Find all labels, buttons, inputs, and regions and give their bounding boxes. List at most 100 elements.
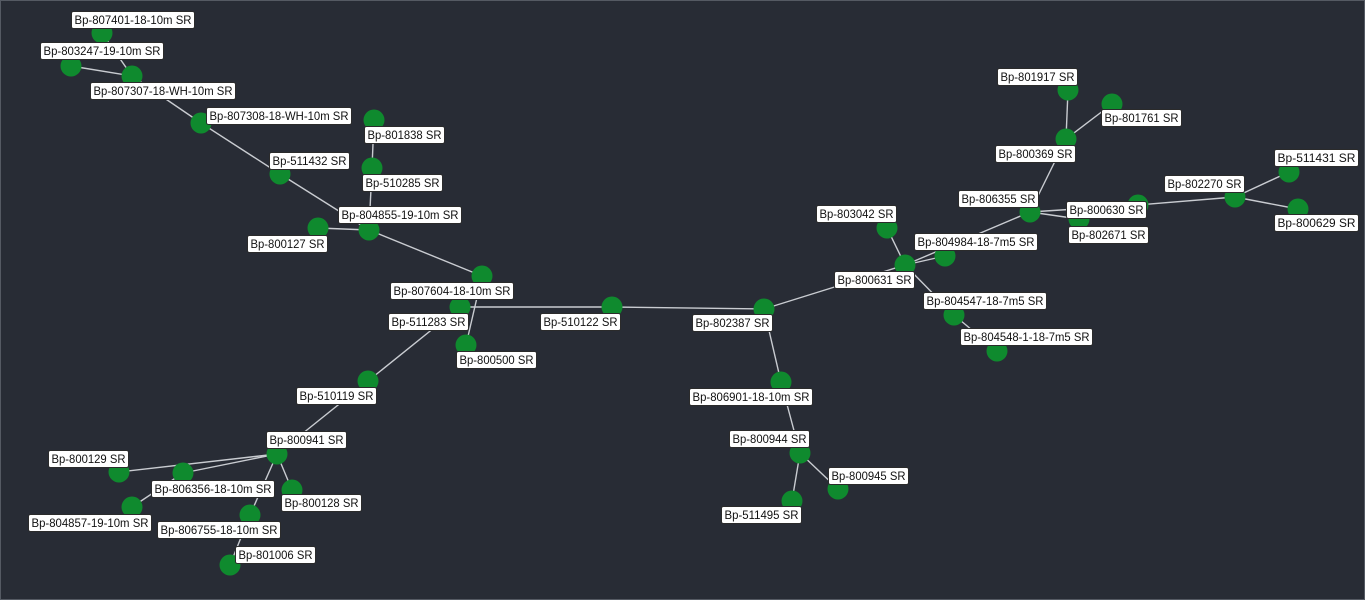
node-label-box [90,82,236,100]
node-label-text: Bp-806355 SR [962,192,1036,206]
node-label-text: Bp-806356-18-10m SR [155,482,272,496]
graph-node-n2[interactable] [60,55,82,77]
node-label-text: Bp-807308-18-WH-10m SR [210,109,349,123]
node-label-text: Bp-804855-19-10m SR [342,208,459,222]
node-label: Bp-800631 SR [834,271,915,289]
node-label: Bp-806356-18-10m SR [151,480,275,498]
node-label-text: Bp-800631 SR [838,273,912,287]
graph-node-n11[interactable] [449,296,471,318]
edge-n13-n14 [611,306,765,310]
node-label-box [689,388,813,406]
node-label-text: Bp-511431 SR [1278,151,1356,165]
node-label-text: Bp-801838 SR [368,128,442,142]
node-label: Bp-511495 SR [721,506,802,524]
node-label-text: Bp-804984-18-7m5 SR [918,235,1035,249]
node-label-text: Bp-804548-1-18-7m5 SR [964,330,1090,344]
edge-n36-n38 [1137,196,1236,206]
edge-n4-n6 [200,122,281,175]
node-label-box [958,190,1039,208]
node-label-box [281,494,362,512]
node-label-text: Bp-510122 SR [544,315,618,329]
labels-layer: Bp-807401-18-10m SR Bp-803247-19-10m SR Bp… [28,11,1359,564]
node-label: Bp-802387 SR [692,314,773,332]
node-label: Bp-800129 SR [48,450,129,468]
node-label: Bp-801838 SR [364,126,445,144]
node-label-box [914,233,1038,251]
node-label-box [388,313,469,331]
node-label-box [40,42,164,60]
node-label-box [1274,214,1359,232]
node-label-text: Bp-800129 SR [52,452,126,466]
node-label: Bp-511283 SR [388,313,469,331]
node-label-text: Bp-800128 SR [285,496,359,510]
node-label-box [1101,109,1182,127]
node-label: Bp-807604-18-10m SR [390,282,514,300]
node-label: Bp-804984-18-7m5 SR [914,233,1038,251]
graph-node-n12[interactable] [455,334,477,356]
node-label-box [834,271,915,289]
node-label-box [721,506,802,524]
graph-node-n3[interactable] [121,65,143,87]
node-label: Bp-800369 SR [995,145,1076,163]
node-label: Bp-800127 SR [247,235,328,253]
node-label-text: Bp-511432 SR [273,154,347,168]
node-label: Bp-803247-19-10m SR [40,42,164,60]
graph-node-n7[interactable] [361,157,383,179]
node-label: Bp-800128 SR [281,494,362,512]
node-label: Bp-510122 SR [540,313,621,331]
node-label-box [1066,201,1147,219]
node-label-text: Bp-510285 SR [366,176,440,190]
node-label-box [362,174,443,192]
node-label-text: Bp-800941 SR [270,433,344,447]
node-label-box [729,430,810,448]
node-label: Bp-800944 SR [729,430,810,448]
node-label-box [997,68,1078,86]
edge-n16-n17 [118,453,278,473]
node-label-box [151,480,275,498]
node-label-box [48,450,129,468]
node-label: Bp-801006 SR [235,546,316,564]
graph-node-n33[interactable] [1055,128,1077,150]
node-label-text: Bp-800369 SR [999,147,1073,161]
node-label-text: Bp-801006 SR [239,548,313,562]
node-label-text: Bp-800127 SR [251,237,325,251]
node-label-text: Bp-800945 SR [832,469,906,483]
node-label: Bp-800945 SR [828,467,909,485]
node-label: Bp-511431 SR [1274,149,1359,167]
node-label-text: Bp-806901-18-10m SR [693,390,810,404]
graph-node-n20[interactable] [121,496,143,518]
node-label-text: Bp-807401-18-10m SR [75,13,192,27]
node-label-box [1274,149,1359,167]
node-label-box [828,467,909,485]
graph-node-n5[interactable] [363,109,385,131]
node-label-box [338,206,462,224]
node-label-text: Bp-807307-18-WH-10m SR [94,84,233,98]
node-label: Bp-804547-18-7m5 SR [923,292,1047,310]
node-label: Bp-801917 SR [997,68,1078,86]
node-label: Bp-803042 SR [816,205,897,223]
node-label: Bp-807308-18-WH-10m SR [206,107,352,125]
node-label-box [816,205,897,223]
node-label: Bp-804548-1-18-7m5 SR [960,328,1093,346]
node-label: Bp-806755-18-10m SR [157,521,281,539]
graph-node-n27[interactable] [894,254,916,276]
graph-node-n18[interactable] [172,462,194,484]
node-label: Bp-804857-19-10m SR [28,514,152,532]
graph-node-n10[interactable] [471,265,493,287]
node-label-box [266,431,347,449]
node-label: Bp-800630 SR [1066,201,1147,219]
graph-node-n13[interactable] [601,296,623,318]
graph-node-n8[interactable] [358,219,380,241]
node-label: Bp-807401-18-10m SR [71,11,195,29]
graph-node-n9[interactable] [307,217,329,239]
graph-node-n15[interactable] [357,370,379,392]
graph-node-n23[interactable] [770,371,792,393]
node-label: Bp-510119 SR [296,387,377,405]
node-label: Bp-806355 SR [958,190,1039,208]
node-label-box [456,351,537,369]
node-label-text: Bp-802270 SR [1168,177,1242,191]
edge-n38-n40 [1234,196,1299,210]
graph-node-n21[interactable] [239,504,261,526]
